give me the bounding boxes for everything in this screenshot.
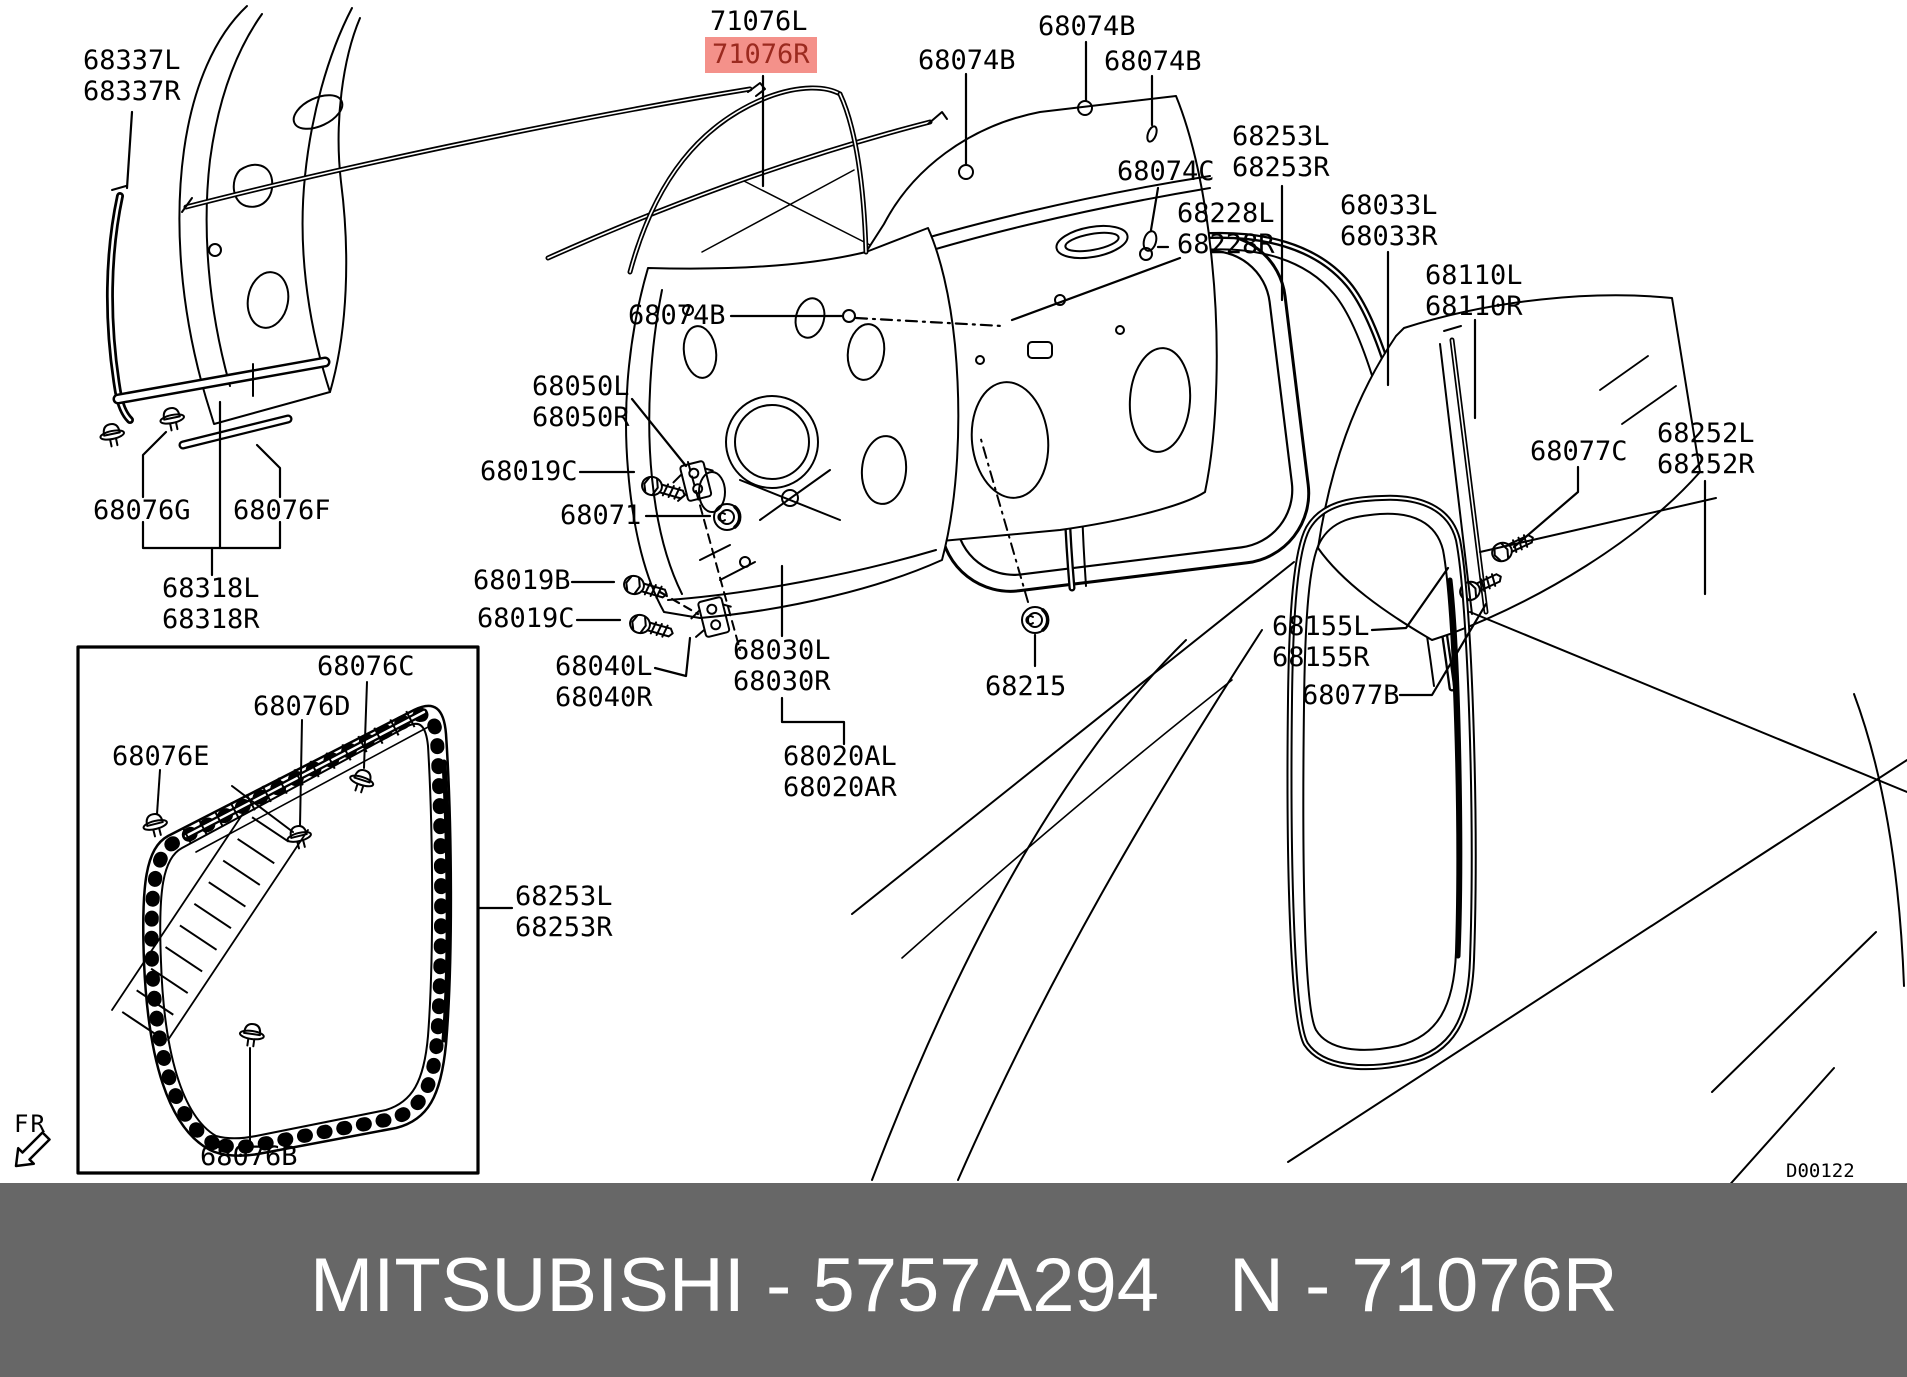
part-label-68076D[interactable]: 68076D (253, 691, 351, 722)
part-label-68215[interactable]: 68215 (985, 671, 1067, 702)
part-label-68076B[interactable]: 68076B (200, 1141, 298, 1172)
part-label-71076L[interactable]: 71076L (710, 6, 808, 37)
part-label-68074B-right[interactable]: 68074B (1104, 46, 1202, 77)
part-label-68077C[interactable]: 68077C (1530, 436, 1628, 467)
part-label-68252[interactable]: 68252L 68252R (1657, 418, 1755, 480)
footer-brand-part-number: MITSUBISHI - 5757A294 (310, 1243, 1160, 1328)
leader-lines (125, 40, 1707, 910)
part-label-68076E[interactable]: 68076E (112, 741, 210, 772)
part-label-68030[interactable]: 68030L 68030R (733, 635, 831, 697)
inset-box-art (76, 645, 480, 1175)
front-door-panel-art (97, 5, 361, 450)
fr-orientation-label: FR (14, 1110, 47, 1138)
footer-reference-number: N - 71076R (1229, 1243, 1618, 1328)
diagram-code: D00122 (1786, 1160, 1855, 1182)
fr-direction-arrow (14, 1131, 51, 1168)
part-label-68050[interactable]: 68050L 68050R (532, 371, 630, 433)
part-label-68074C[interactable]: 68074C (1117, 156, 1215, 187)
part-label-68074B-left[interactable]: 68074B (918, 45, 1016, 76)
part-label-68228[interactable]: 68228L 68228R (1177, 198, 1275, 260)
part-label-68253-top[interactable]: 68253L 68253R (1232, 121, 1330, 183)
part-label-68076C[interactable]: 68076C (317, 651, 415, 682)
part-label-68074B-mid[interactable]: 68074B (628, 300, 726, 331)
part-label-68019B[interactable]: 68019B (473, 565, 571, 596)
part-label-68071[interactable]: 68071 (560, 500, 642, 531)
part-label-68020A[interactable]: 68020AL 68020AR (783, 741, 897, 803)
part-label-68019C-1[interactable]: 68019C (480, 456, 578, 487)
part-label-68074B-top[interactable]: 68074B (1038, 11, 1136, 42)
part-label-68077B[interactable]: 68077B (1302, 680, 1400, 711)
part-label-68076G[interactable]: 68076G (93, 495, 191, 526)
part-label-68040[interactable]: 68040L 68040R (555, 651, 653, 713)
hinge-fastener-art (620, 435, 1050, 651)
part-label-68337[interactable]: 68337L 68337R (83, 45, 181, 107)
part-label-68155[interactable]: 68155L 68155R (1272, 611, 1370, 673)
door-glass-68155-art (1317, 294, 1701, 641)
part-label-68253-box[interactable]: 68253L 68253R (515, 881, 613, 943)
part-label-68318[interactable]: 68318L 68318R (162, 573, 260, 635)
door-panel-68020-art (625, 85, 960, 619)
part-label-71076R-highlighted[interactable]: 71076R (705, 37, 817, 73)
belt-molding-71076-art (181, 82, 877, 253)
part-label-68033[interactable]: 68033L 68033R (1340, 190, 1438, 252)
part-label-68019C-2[interactable]: 68019C (477, 603, 575, 634)
part-label-68110[interactable]: 68110L 68110R (1425, 260, 1523, 322)
footer-bar (0, 1183, 1907, 1377)
part-label-68076F[interactable]: 68076F (233, 495, 331, 526)
sash-strip-art (545, 119, 933, 261)
